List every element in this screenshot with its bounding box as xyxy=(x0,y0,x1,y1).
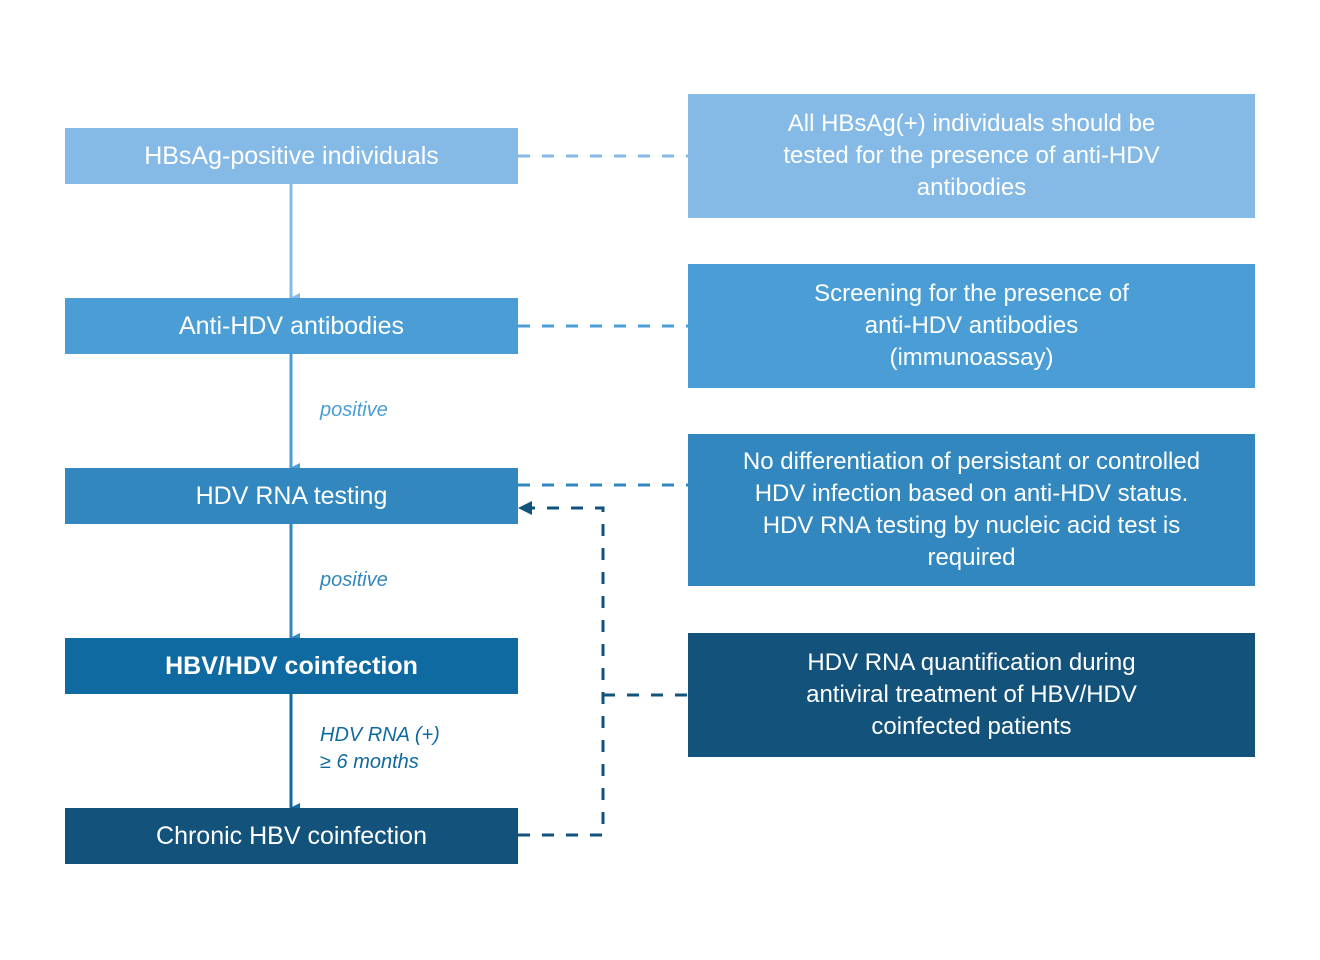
note-text: All HBsAg(+) individuals should be teste… xyxy=(783,110,1160,201)
step-anti-hdv: Anti-HDV antibodies xyxy=(65,298,518,354)
edge-label-line2: ≥ 6 months xyxy=(320,751,419,773)
step-label: Anti-HDV antibodies xyxy=(178,311,405,340)
note-rna-required: No differentiation of persistant or cont… xyxy=(688,434,1255,586)
dashed-feedback-loop xyxy=(518,506,605,837)
step-hdv-rna-testing: HDV RNA testing xyxy=(65,468,518,524)
note-text: Screening for the presence of anti-HDV a… xyxy=(814,280,1129,371)
note-screening: Screening for the presence of anti-HDV a… xyxy=(688,264,1255,388)
note-testing-recommendation: All HBsAg(+) individuals should be teste… xyxy=(688,94,1255,218)
step-label: HDV RNA testing xyxy=(195,481,388,510)
note-text: HDV RNA quantification during antiviral … xyxy=(806,649,1137,740)
step-hbv-hdv-coinfection: HBV/HDV coinfection xyxy=(65,638,518,694)
step-hbsag-positive: HBsAg-positive individuals xyxy=(65,128,518,184)
step-chronic-coinfection: Chronic HBV coinfection xyxy=(65,808,518,864)
step-label: Chronic HBV coinfection xyxy=(156,821,427,850)
step-label: HBsAg-positive individuals xyxy=(144,141,439,170)
edge-label-line1: HDV RNA (+) xyxy=(320,724,440,746)
note-text: No differentiation of persistant or cont… xyxy=(742,448,1201,571)
edge-label-positive-2: positive xyxy=(320,569,388,591)
feedback-arrowhead xyxy=(518,501,532,515)
step-label: HBV/HDV coinfection xyxy=(165,651,418,680)
note-quantification: HDV RNA quantification during antiviral … xyxy=(688,633,1255,757)
edge-label-hdv-rna: HDV RNA (+) ≥ 6 months xyxy=(320,722,440,776)
edge-label-positive-1: positive xyxy=(320,399,388,421)
